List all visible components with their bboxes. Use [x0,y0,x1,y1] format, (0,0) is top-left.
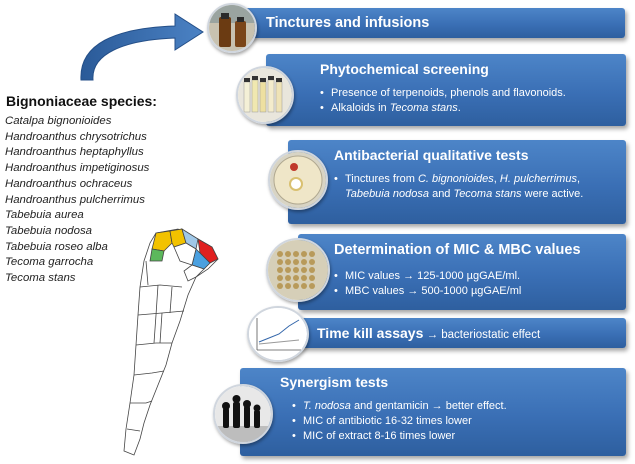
bullet-item: MIC values → 125-1000 µgGAE/ml. [334,269,521,284]
growth-curve-graph-icon [247,306,309,362]
panel-mic-mbc: Determination of MIC & MBC values MIC va… [298,234,626,310]
panel-mic-mbc-title: Determination of MIC & MBC values [334,242,581,258]
species-item: Tecoma stans [5,272,76,285]
panel-mic-mbc-bullets: MIC values → 125-1000 µgGAE/ml. MBC valu… [334,269,521,299]
species-item: Tabebuia aurea [5,209,84,222]
bullet-item: Tinctures from C. bignonioides, H. pulch… [334,172,620,202]
bullet-item: MIC of antibiotic 16-32 times lower [292,414,507,429]
panel-time-kill-result: → bacteriostatic effect [423,329,541,341]
bullet-item: Presence of terpenoids, phenols and flav… [320,86,566,101]
panel-synergism-title: Synergism tests [280,374,389,390]
species-item: Handroanthus chrysotrichus [5,130,147,143]
panel-time-kill: Time kill assays → bacteriostatic effect [273,318,626,348]
bullet-item: Alkaloids in Tecoma stans. [320,101,566,116]
argentina-map-icon [123,228,219,456]
panel-antibacterial-title: Antibacterial qualitative tests [334,147,529,163]
species-item: Tabebuia nodosa [5,224,92,237]
bullet-item: T. nodosa and gentamicin → better effect… [292,399,507,414]
bullet-item: MIC of extract 8-16 times lower [292,429,507,444]
panel-synergism: Synergism tests T. nodosa and gentamicin… [240,368,626,456]
species-item: Handroanthus impetiginosus [5,162,150,175]
species-title: Bignoniaceae species: [6,93,157,109]
petri-dish-photo-icon [268,150,328,210]
panel-phytochemical-title: Phytochemical screening [320,61,489,77]
panel-antibacterial: Antibacterial qualitative tests Tincture… [288,140,626,224]
species-list: Catalpa bignonioides Handroanthus chryso… [5,114,149,287]
panel-tinctures-title: Tinctures and infusions [266,15,430,31]
panel-phytochemical-bullets: Presence of terpenoids, phenols and flav… [320,86,566,116]
species-item: Handroanthus heptaphyllus [5,146,144,159]
panel-time-kill-title: Time kill assays → bacteriostatic effect [317,325,541,341]
species-item: Handroanthus pulcherrimus [5,193,145,206]
panel-phytochemical: Phytochemical screening Presence of terp… [266,54,626,126]
species-item: Tabebuia roseo alba [5,240,108,253]
microplate-photo-icon [266,238,330,302]
species-item: Tecoma garrocha [5,256,94,269]
curved-arrow-icon [80,13,204,81]
panel-synergism-bullets: T. nodosa and gentamicin → better effect… [292,399,507,444]
bottles-photo-icon [207,3,257,53]
panel-antibacterial-bullets: Tinctures from C. bignonioides, H. pulch… [334,172,620,202]
species-item: Catalpa bignonioides [5,115,112,127]
bullet-item: MBC values → 500-1000 µgGAE/ml [334,284,521,299]
species-item: Handroanthus ochraceus [5,177,133,190]
test-tubes-photo-icon [236,66,294,124]
panel-tinctures: Tinctures and infusions [244,8,625,38]
chess-pieces-photo-icon [213,384,273,444]
